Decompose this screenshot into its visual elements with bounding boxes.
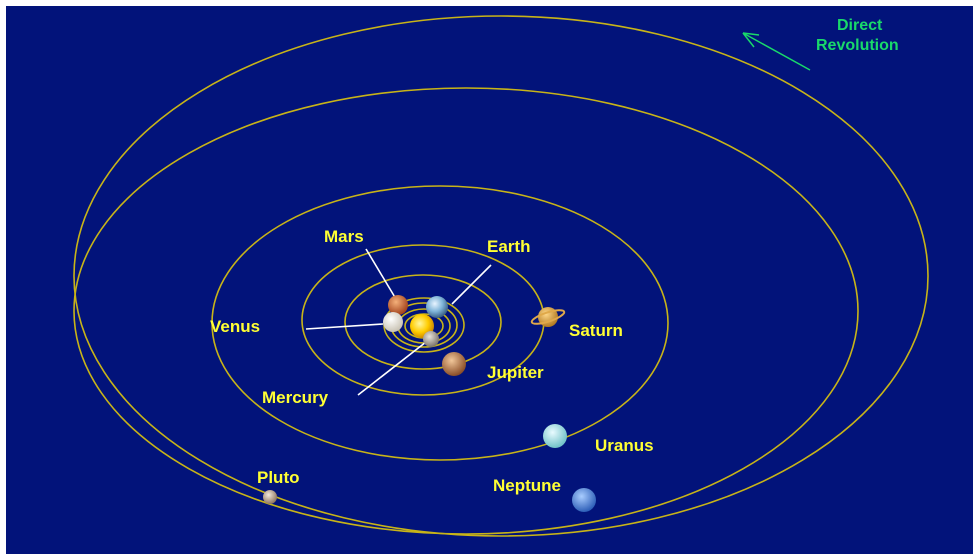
neptune-label: Neptune <box>493 476 561 495</box>
earth-leader-line <box>451 264 492 305</box>
neptune-orbit <box>73 15 929 537</box>
mercury-label: Mercury <box>262 388 329 407</box>
venus-leader-line <box>305 323 384 330</box>
jupiter-orbit <box>344 274 502 370</box>
mercury-planet <box>423 331 439 347</box>
uranus-orbit <box>211 185 669 461</box>
mars-planet <box>388 295 408 315</box>
solar-system-diagram: Mars Earth Venus Mercury Jupiter Saturn … <box>6 6 973 554</box>
mercury-leader-line <box>357 341 427 396</box>
jupiter-planet <box>442 352 466 376</box>
earth-label: Earth <box>487 237 530 256</box>
uranus-label: Uranus <box>595 436 654 455</box>
mars-label: Mars <box>324 227 364 246</box>
saturn-label: Saturn <box>569 321 623 340</box>
pluto-planet <box>263 490 277 504</box>
pluto-label: Pluto <box>257 468 300 487</box>
saturn-planet <box>530 307 566 327</box>
revolution-label: Revolution <box>816 37 899 54</box>
direct-label: Direct <box>837 17 883 34</box>
neptune-planet <box>572 488 596 512</box>
orbit-diagram: Mars Earth Venus Mercury Jupiter Saturn … <box>73 15 929 537</box>
venus-label: Venus <box>210 317 260 336</box>
pluto-orbit <box>73 87 859 535</box>
direction-arrow-icon <box>742 32 811 71</box>
earth-planet <box>426 296 448 318</box>
venus-planet <box>383 312 403 332</box>
jupiter-label: Jupiter <box>487 363 544 382</box>
uranus-planet <box>543 424 567 448</box>
mars-leader-line <box>365 248 397 300</box>
